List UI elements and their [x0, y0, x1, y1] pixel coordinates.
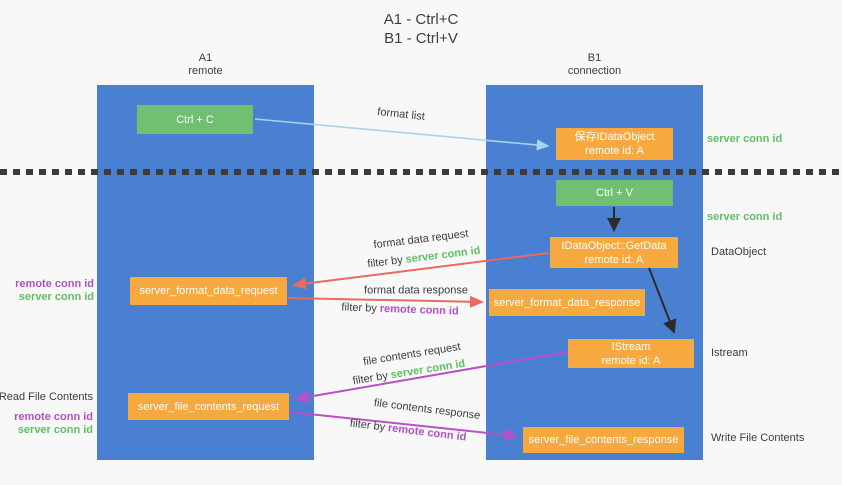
label-server-conn-id-mid-right: server conn id — [707, 211, 783, 223]
node-server-file-contents-request-label: server_file_contents_request — [137, 400, 280, 413]
label-dataobject: DataObject — [711, 246, 767, 258]
label-remote-conn-id-mid: remote conn id — [15, 278, 94, 290]
node-ctrl-v: Ctrl + V — [556, 180, 673, 206]
node-server-file-contents-request: server_file_contents_request — [128, 393, 289, 420]
label-conn-ids-mid-left: remote conn id server conn id — [15, 278, 94, 304]
node-istream-line2: remote id: A — [601, 354, 661, 367]
node-server-format-data-request-label: server_format_data_request — [139, 285, 278, 297]
node-getdata-line2: remote id: A — [584, 253, 644, 266]
lifeline-b1-header: B1 connection — [486, 52, 703, 78]
lifeline-a1-header: A1 remote — [97, 52, 314, 78]
node-server-file-contents-response: server_file_contents_response — [523, 427, 684, 453]
label-write-file-contents: Write File Contents — [711, 432, 805, 444]
arrow-format-list — [254, 118, 550, 151]
node-save-idataobject-line1: 保存IDataObject — [574, 131, 655, 143]
lifeline-a1-role: remote — [188, 65, 223, 77]
node-server-format-data-response: server_format_data_response — [489, 289, 645, 316]
label-server-conn-id-mid: server conn id — [18, 291, 94, 303]
node-server-format-data-response-label: server_format_data_response — [493, 296, 641, 309]
label-istream: Istream — [711, 347, 748, 359]
label-read-file-contents-block: Read File Contents remote conn id server… — [0, 391, 93, 437]
arrow-file-contents-request — [294, 351, 568, 403]
label-format-data-response: format data response — [364, 284, 468, 297]
arrow-file-contents-response — [289, 411, 518, 441]
node-getdata-line1: IDataObject::GetData — [561, 239, 667, 252]
lifeline-b1-name: B1 — [587, 52, 602, 64]
label-server-conn-id-bottom: server conn id — [17, 424, 93, 436]
node-ctrl-v-label: Ctrl + V — [596, 187, 633, 199]
node-istream: IStream remote id: A — [568, 339, 694, 368]
label-read-file-contents: Read File Contents — [0, 391, 93, 403]
arrow-format-data-request — [292, 252, 550, 290]
node-save-idataobject: 保存IDataObject remote id: A — [556, 128, 673, 160]
diagram-title: A1 - Ctrl+C B1 - Ctrl+V — [0, 10, 842, 48]
title-line-b1: B1 - Ctrl+V — [384, 30, 458, 47]
node-idataobject-getdata: IDataObject::GetData remote id: A — [550, 237, 678, 268]
node-ctrl-c-label: Ctrl + C — [176, 113, 214, 126]
arrow-format-data-response — [287, 295, 484, 308]
node-server-file-contents-response-label: server_file_contents_response — [528, 434, 679, 446]
node-server-format-data-request: server_format_data_request — [130, 277, 287, 305]
label-server-conn-id-top-right: server conn id — [707, 133, 783, 145]
node-ctrl-c: Ctrl + C — [137, 105, 253, 134]
node-save-idataobject-line2: remote id: A — [585, 145, 644, 157]
label-remote-conn-id-bottom: remote conn id — [14, 411, 93, 423]
node-istream-line1: IStream — [611, 340, 651, 353]
title-line-a1: A1 - Ctrl+C — [383, 11, 459, 28]
lifeline-b1-role: connection — [567, 65, 622, 77]
lifeline-a1-name: A1 — [198, 52, 213, 64]
arrow-getdata-to-istream — [648, 267, 677, 334]
